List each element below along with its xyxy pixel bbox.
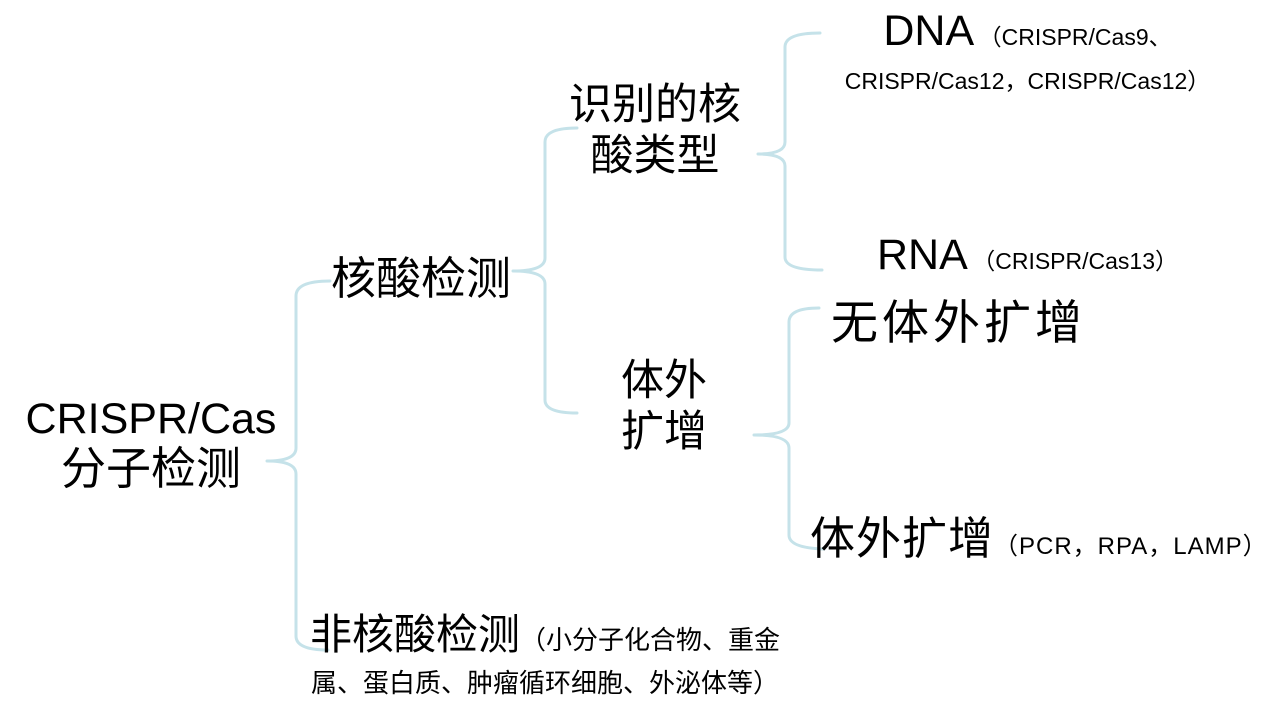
root-title: CRISPR/Cas — [25, 395, 277, 443]
rna-label: RNA — [876, 231, 968, 279]
brace-recognized-type-children — [756, 31, 824, 272]
non-nucleic-line1: 非核酸检测（小分子化合物、重金 — [305, 608, 785, 669]
node-non-nucleic-acid-detection: 非核酸检测（小分子化合物、重金 属、蛋白质、肿瘤循环细胞、外泌体等） — [305, 608, 785, 699]
dna-line1: DNA （CRISPR/Cas9、 — [795, 4, 1260, 68]
invitro-line1: 体外 — [621, 358, 707, 405]
brace-root — [265, 279, 332, 652]
leaf-dna: DNA （CRISPR/Cas9、 CRISPR/Cas12，CRISPR/Ca… — [795, 4, 1260, 95]
dna-detail-line2: CRISPR/Cas12，CRISPR/Cas12） — [844, 68, 1211, 94]
leaf-rna: RNA （CRISPR/Cas13） — [795, 228, 1260, 292]
leaf-no-in-vitro-amplification: 无体外扩增 — [831, 298, 1086, 350]
invitro-line2: 扩增 — [621, 409, 707, 456]
node-recognized-nucleic-acid-type: 识别的核 酸类型 — [555, 80, 755, 182]
root-subtitle: 分子检测 — [60, 444, 241, 494]
brace-nucleic-children — [511, 126, 579, 415]
recognized-type-line1: 识别的核 — [569, 82, 741, 129]
root-node: CRISPR/Cas 分子检测 — [0, 394, 302, 494]
non-nucleic-detail-line2: 属、蛋白质、肿瘤循环细胞、外泌体等） — [310, 669, 779, 698]
rna-detail: （CRISPR/Cas13） — [972, 248, 1179, 274]
dna-label: DNA — [883, 7, 975, 55]
leaf-in-vitro-amplification: 体外扩增（PCR，RPA，LAMP） — [810, 510, 1268, 579]
node-in-vitro-amplification: 体外 扩增 — [564, 356, 764, 458]
recognized-type-line2: 酸类型 — [590, 133, 720, 180]
non-nucleic-label: 非核酸检测 — [309, 613, 520, 659]
brace-invitro-children — [752, 306, 826, 551]
node-nucleic-acid-detection: 核酸检测 — [331, 254, 512, 304]
amp-label: 体外扩增 — [810, 514, 995, 564]
non-nucleic-detail-line1: （小分子化合物、重金 — [520, 626, 781, 655]
amp-detail: （PCR，RPA，LAMP） — [994, 533, 1268, 560]
dna-detail-line1: （CRISPR/Cas9、 — [978, 24, 1172, 50]
